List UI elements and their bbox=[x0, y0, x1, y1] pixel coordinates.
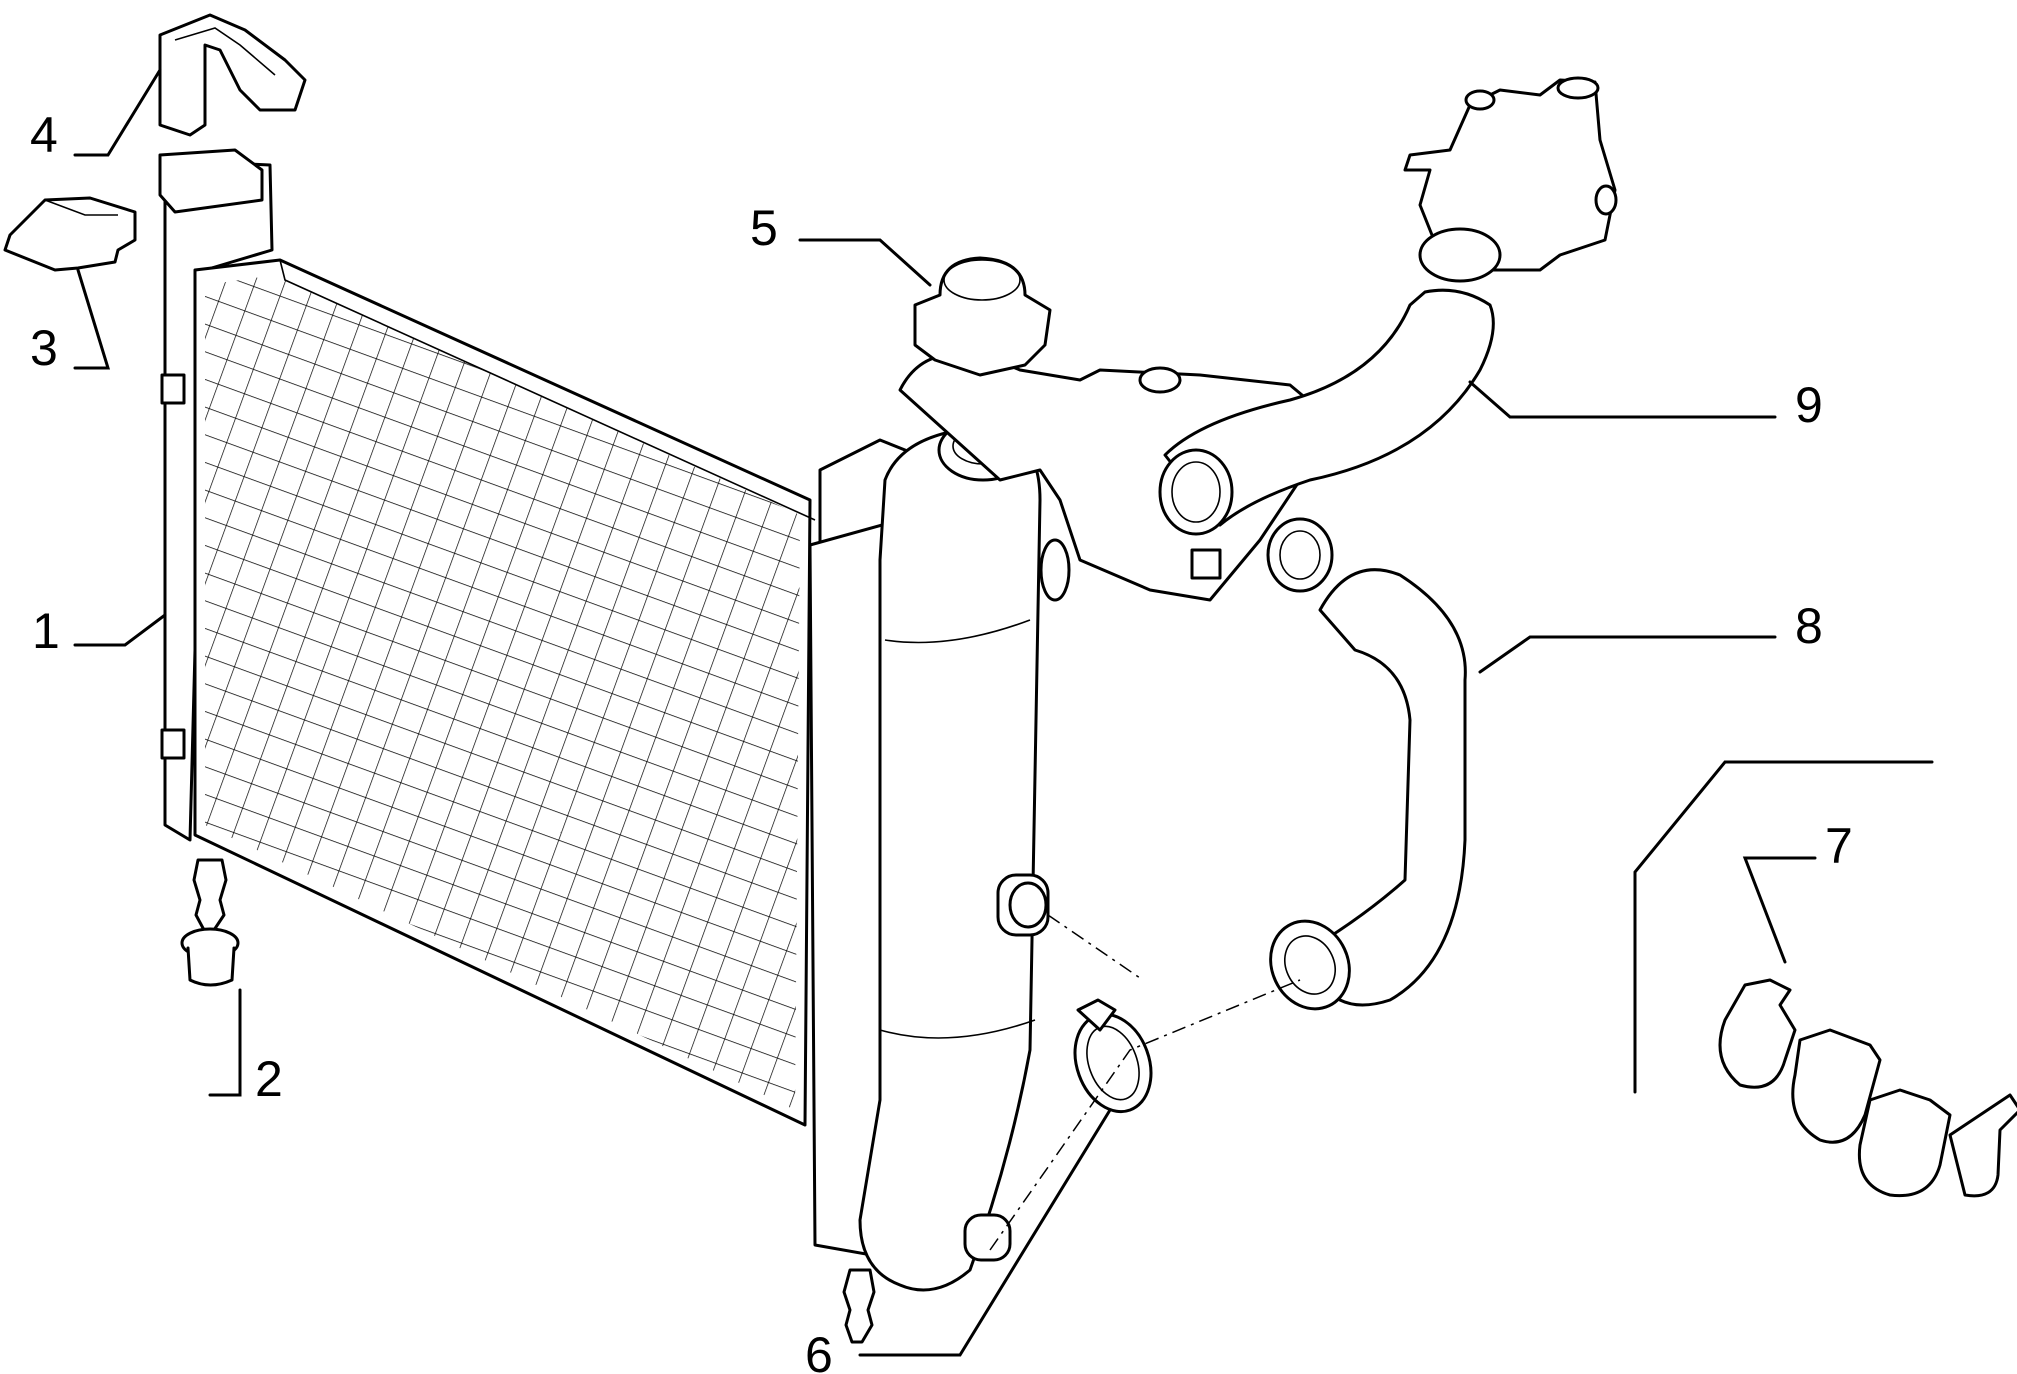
clip-set bbox=[1718, 978, 2017, 1198]
upper-hose bbox=[1158, 288, 1495, 536]
radiator-core bbox=[158, 148, 876, 1344]
callout-8: 8 bbox=[1795, 598, 1823, 654]
mounting-bracket bbox=[158, 13, 307, 137]
lower-hose bbox=[1269, 568, 1467, 1011]
leader-3 bbox=[73, 268, 111, 370]
thermostat-housing bbox=[898, 352, 1334, 602]
callout-1: 1 bbox=[32, 603, 60, 659]
callout-3: 3 bbox=[30, 320, 58, 376]
leader-6 bbox=[858, 1108, 1112, 1357]
filler-cap bbox=[913, 256, 1052, 377]
expansion-tank bbox=[808, 418, 1050, 1292]
grommet bbox=[180, 927, 240, 987]
callout-6: 6 bbox=[805, 1327, 833, 1374]
hose-clamp bbox=[1073, 998, 1153, 1114]
leader-4 bbox=[73, 68, 162, 157]
leader-1 bbox=[73, 613, 167, 647]
callout-7: 7 bbox=[1825, 818, 1853, 874]
rubber-pad bbox=[3, 196, 137, 272]
assembly-line-lower bbox=[989, 979, 1301, 1251]
thermostat-body bbox=[1403, 76, 1618, 283]
callout-5: 5 bbox=[750, 200, 778, 256]
leader-5 bbox=[798, 238, 932, 287]
callout-9: 9 bbox=[1795, 377, 1823, 433]
leader-7 bbox=[1742, 856, 1817, 964]
kit-bracket bbox=[1633, 760, 1934, 1094]
leader-2 bbox=[208, 988, 242, 1097]
leader-9 bbox=[1468, 380, 1777, 419]
assembly-line-upper bbox=[1047, 914, 1141, 979]
callout-2: 2 bbox=[255, 1051, 283, 1107]
leader-8 bbox=[1478, 635, 1777, 674]
callout-4: 4 bbox=[30, 107, 58, 163]
